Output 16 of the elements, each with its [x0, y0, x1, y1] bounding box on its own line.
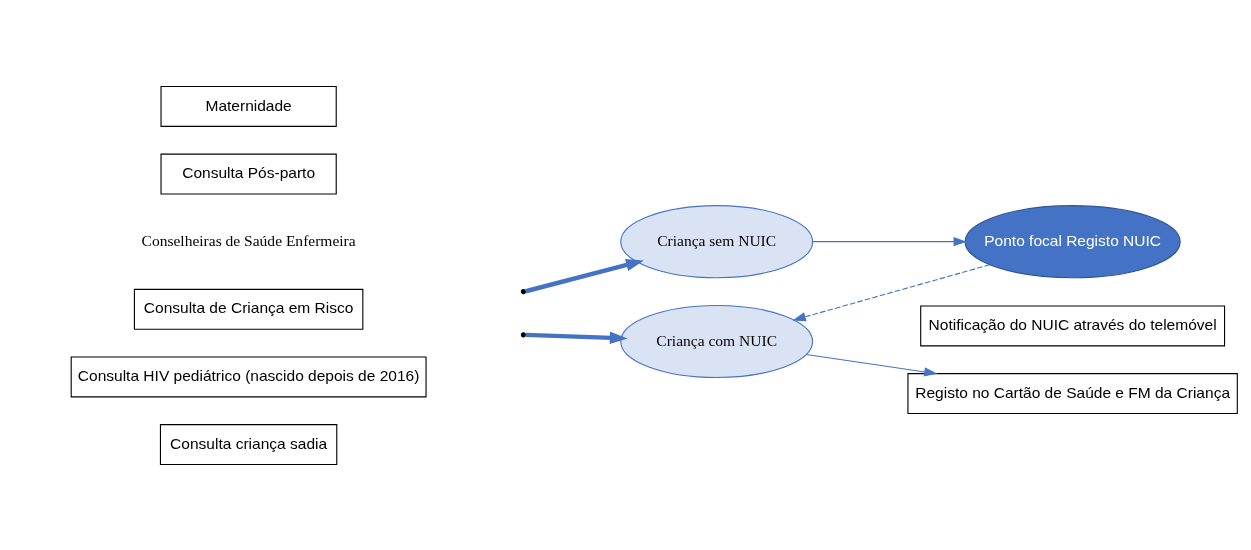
node-box: Maternidade — [160, 85, 337, 127]
arrow — [805, 353, 938, 376]
arrow — [525, 258, 644, 293]
node-box: Consulta de Criança em Risco — [133, 288, 364, 330]
node-box: Consulta HIV pediátrico (nascido depois de 2016) — [70, 355, 427, 397]
node-box: Notificação do NUIC através do telemóvel — [920, 304, 1226, 346]
node-box: Consulta Pós-parto — [160, 153, 337, 195]
node-ellipse: Criança com NUIC — [620, 304, 814, 378]
node-ellipse: Criança sem NUIC — [620, 204, 814, 278]
node-box: Registo no Cartão de Saúde e FM da Criança — [907, 372, 1238, 414]
label: Conselheiras de Saúde Enfermeira — [141, 231, 356, 249]
arrow — [792, 263, 991, 321]
node-ellipse: Ponto focal Registo NUIC — [964, 204, 1181, 278]
arrow — [525, 331, 628, 344]
node-box: Consulta criança sadia — [159, 423, 338, 465]
arrow — [812, 236, 967, 246]
